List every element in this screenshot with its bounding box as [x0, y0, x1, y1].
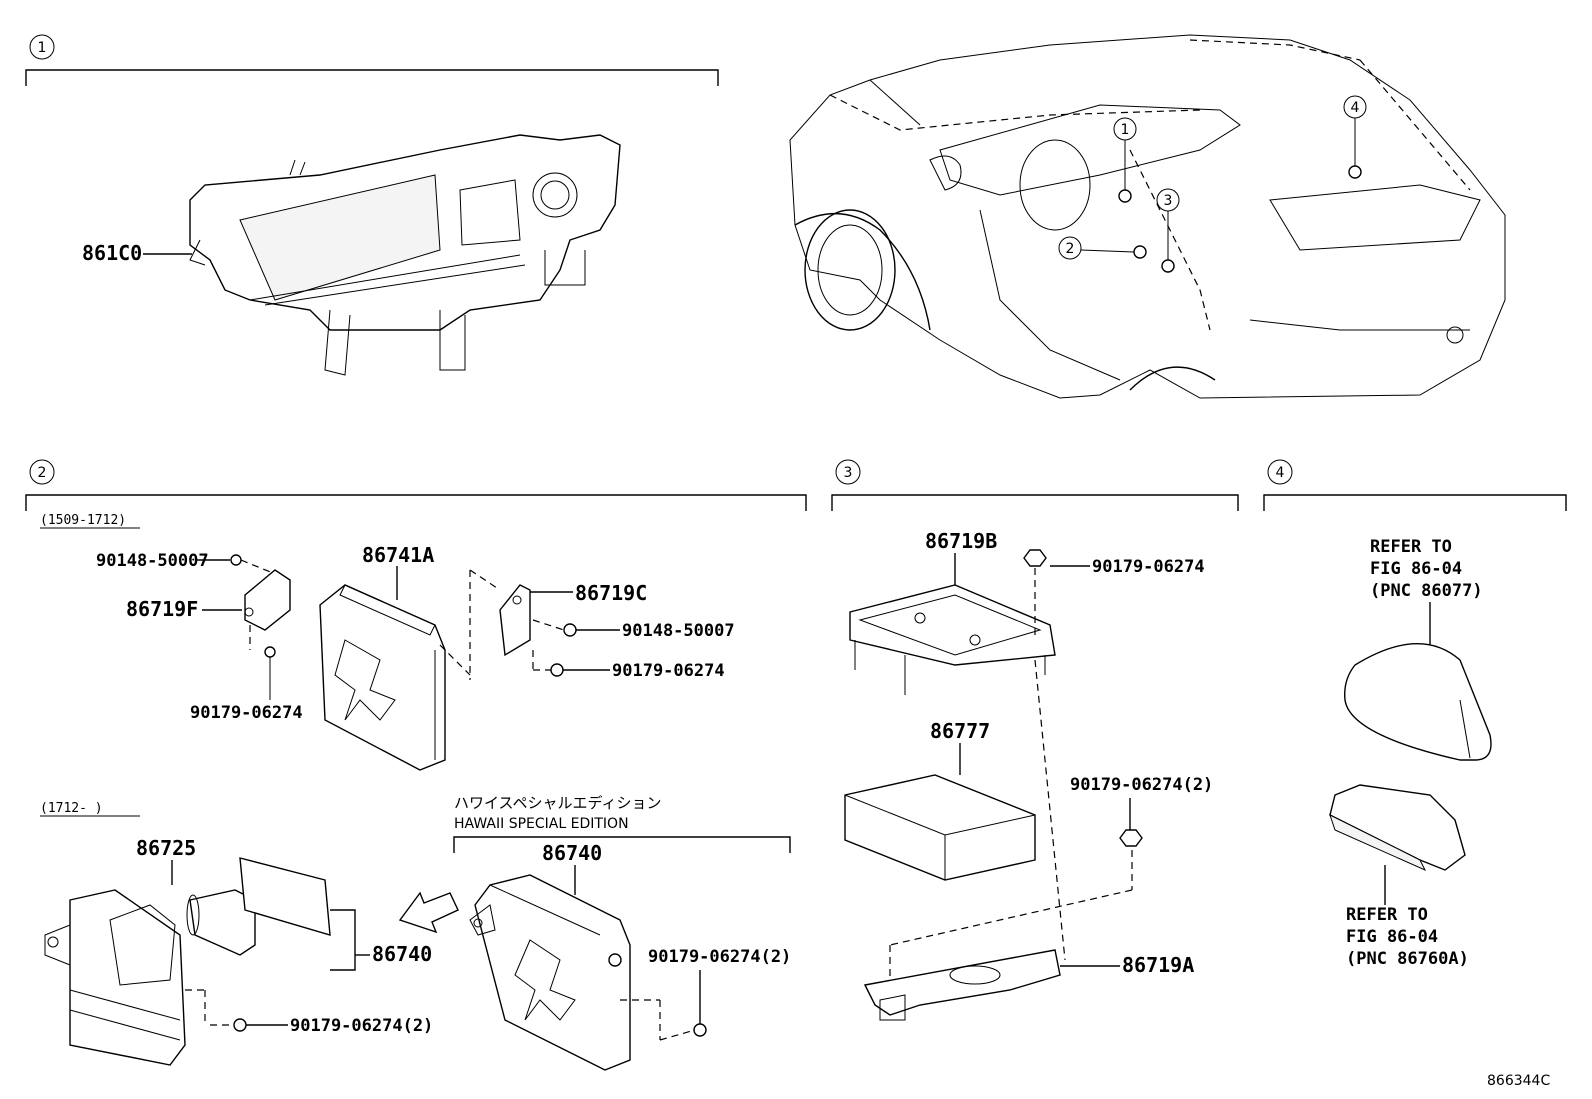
hawaii-edition-jp: ハワイスペシャルエディション: [454, 794, 661, 812]
section-2-number: 2: [38, 465, 47, 481]
part-label-86740-left: 86740: [372, 942, 432, 966]
section-2: 2 (1509-1712) 90148-50007 86719F 90179-0…: [25, 459, 807, 1071]
part-label-90179-06274-b: 90179-06274: [612, 661, 725, 681]
section-1: 1 861C0: [25, 34, 719, 376]
hawaii-edition-en: HAWAII SPECIAL EDITION: [454, 816, 629, 832]
refer-1-line-2: FIG 86-04: [1370, 559, 1462, 579]
part-label-861C0: 861C0: [82, 241, 142, 265]
vehicle-overview-drawing: 1 2 3 4: [789, 34, 1506, 399]
part-label-86777: 86777: [930, 719, 990, 743]
part-label-86740-hawaii: 86740: [542, 841, 602, 865]
part-label-86741A: 86741A: [362, 543, 434, 567]
part-label-90179-06274-a: 90179-06274: [190, 703, 303, 723]
display-unit-drawing: [189, 134, 621, 376]
refer-2-line-2: FIG 86-04: [1346, 927, 1438, 947]
refer-2-line-3: (PNC 86760A): [1346, 949, 1469, 969]
figure-id: 866344C: [1487, 1073, 1550, 1089]
section-3: 3 86719B 90179-06274 86777 90179-06274(2…: [831, 459, 1239, 1021]
car-callout-3: 3: [1164, 193, 1173, 209]
range-label-1509-1712: (1509-1712): [40, 513, 126, 528]
part-label-86719B: 86719B: [925, 529, 997, 553]
part-label-90148-50007-a: 90148-50007: [96, 551, 209, 571]
car-callout-4: 4: [1351, 100, 1360, 116]
car-callout-2: 2: [1066, 241, 1075, 257]
refer-2-line-1: REFER TO: [1346, 905, 1428, 925]
arrow-icon: [398, 891, 459, 934]
section-1-number: 1: [38, 40, 47, 56]
section-4-number: 4: [1276, 465, 1285, 481]
part-label-90179-06274-d: 90179-06274(2): [648, 947, 791, 967]
part-label-90179-06274-c: 90179-06274(2): [290, 1016, 433, 1036]
part-label-86725: 86725: [136, 836, 196, 860]
section-3-number: 3: [844, 465, 853, 481]
part-label-86719F: 86719F: [126, 597, 198, 621]
car-callout-1: 1: [1121, 122, 1130, 138]
part-label-90179-06274-f: 90179-06274(2): [1070, 775, 1213, 795]
section-4: 4 REFER TO FIG 86-04 (PNC 86077) REFER T…: [1263, 459, 1567, 969]
part-label-86719C: 86719C: [575, 581, 647, 605]
range-label-1712: (1712- ): [40, 801, 103, 816]
refer-1-line-3: (PNC 86077): [1370, 581, 1483, 601]
part-label-86719A: 86719A: [1122, 953, 1194, 977]
refer-1-line-1: REFER TO: [1370, 537, 1452, 557]
part-label-90148-50007-b: 90148-50007: [622, 621, 735, 641]
part-label-90179-06274-e: 90179-06274: [1092, 557, 1205, 577]
